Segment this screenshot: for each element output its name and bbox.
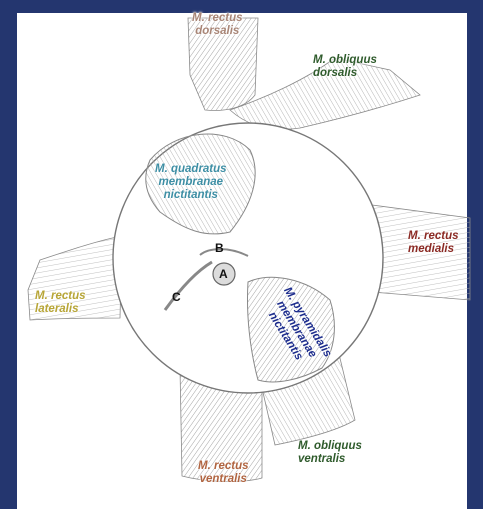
label-quadratus-line1: M. quadratus <box>155 163 227 176</box>
label-rectus-ventralis-line2: ventralis <box>198 473 249 486</box>
label-obliquus-dorsalis-line1: M. obliquus <box>313 54 377 67</box>
letter-a: A <box>219 267 228 281</box>
label-rectus-dorsalis: M. rectus dorsalis <box>192 12 243 38</box>
label-rectus-medialis-line1: M. rectus <box>408 230 459 243</box>
label-obliquus-ventralis-line1: M. obliquus <box>298 440 362 453</box>
label-rectus-ventralis-line1: M. rectus <box>198 460 249 473</box>
label-rectus-lateralis-line1: M. rectus <box>35 290 86 303</box>
letter-b: B <box>215 241 224 255</box>
label-rectus-medialis: M. rectus medialis <box>408 230 459 256</box>
label-rectus-lateralis-line2: lateralis <box>35 303 86 316</box>
label-obliquus-ventralis: M. obliquus ventralis <box>298 440 362 466</box>
label-rectus-dorsalis-line1: M. rectus <box>192 12 243 25</box>
label-obliquus-ventralis-line2: ventralis <box>298 453 362 466</box>
label-rectus-medialis-line2: medialis <box>408 243 459 256</box>
label-rectus-ventralis: M. rectus ventralis <box>198 460 249 486</box>
label-rectus-lateralis: M. rectus lateralis <box>35 290 86 316</box>
label-quadratus-line2: membranae <box>155 176 227 189</box>
label-quadratus-line3: nictitantis <box>155 189 227 202</box>
label-obliquus-dorsalis: M. obliquus dorsalis <box>313 54 377 80</box>
label-rectus-dorsalis-line2: dorsalis <box>192 25 243 38</box>
label-quadratus: M. quadratus membranae nictitantis <box>155 163 227 202</box>
label-obliquus-dorsalis-line2: dorsalis <box>313 67 377 80</box>
letter-c: C <box>172 290 181 304</box>
